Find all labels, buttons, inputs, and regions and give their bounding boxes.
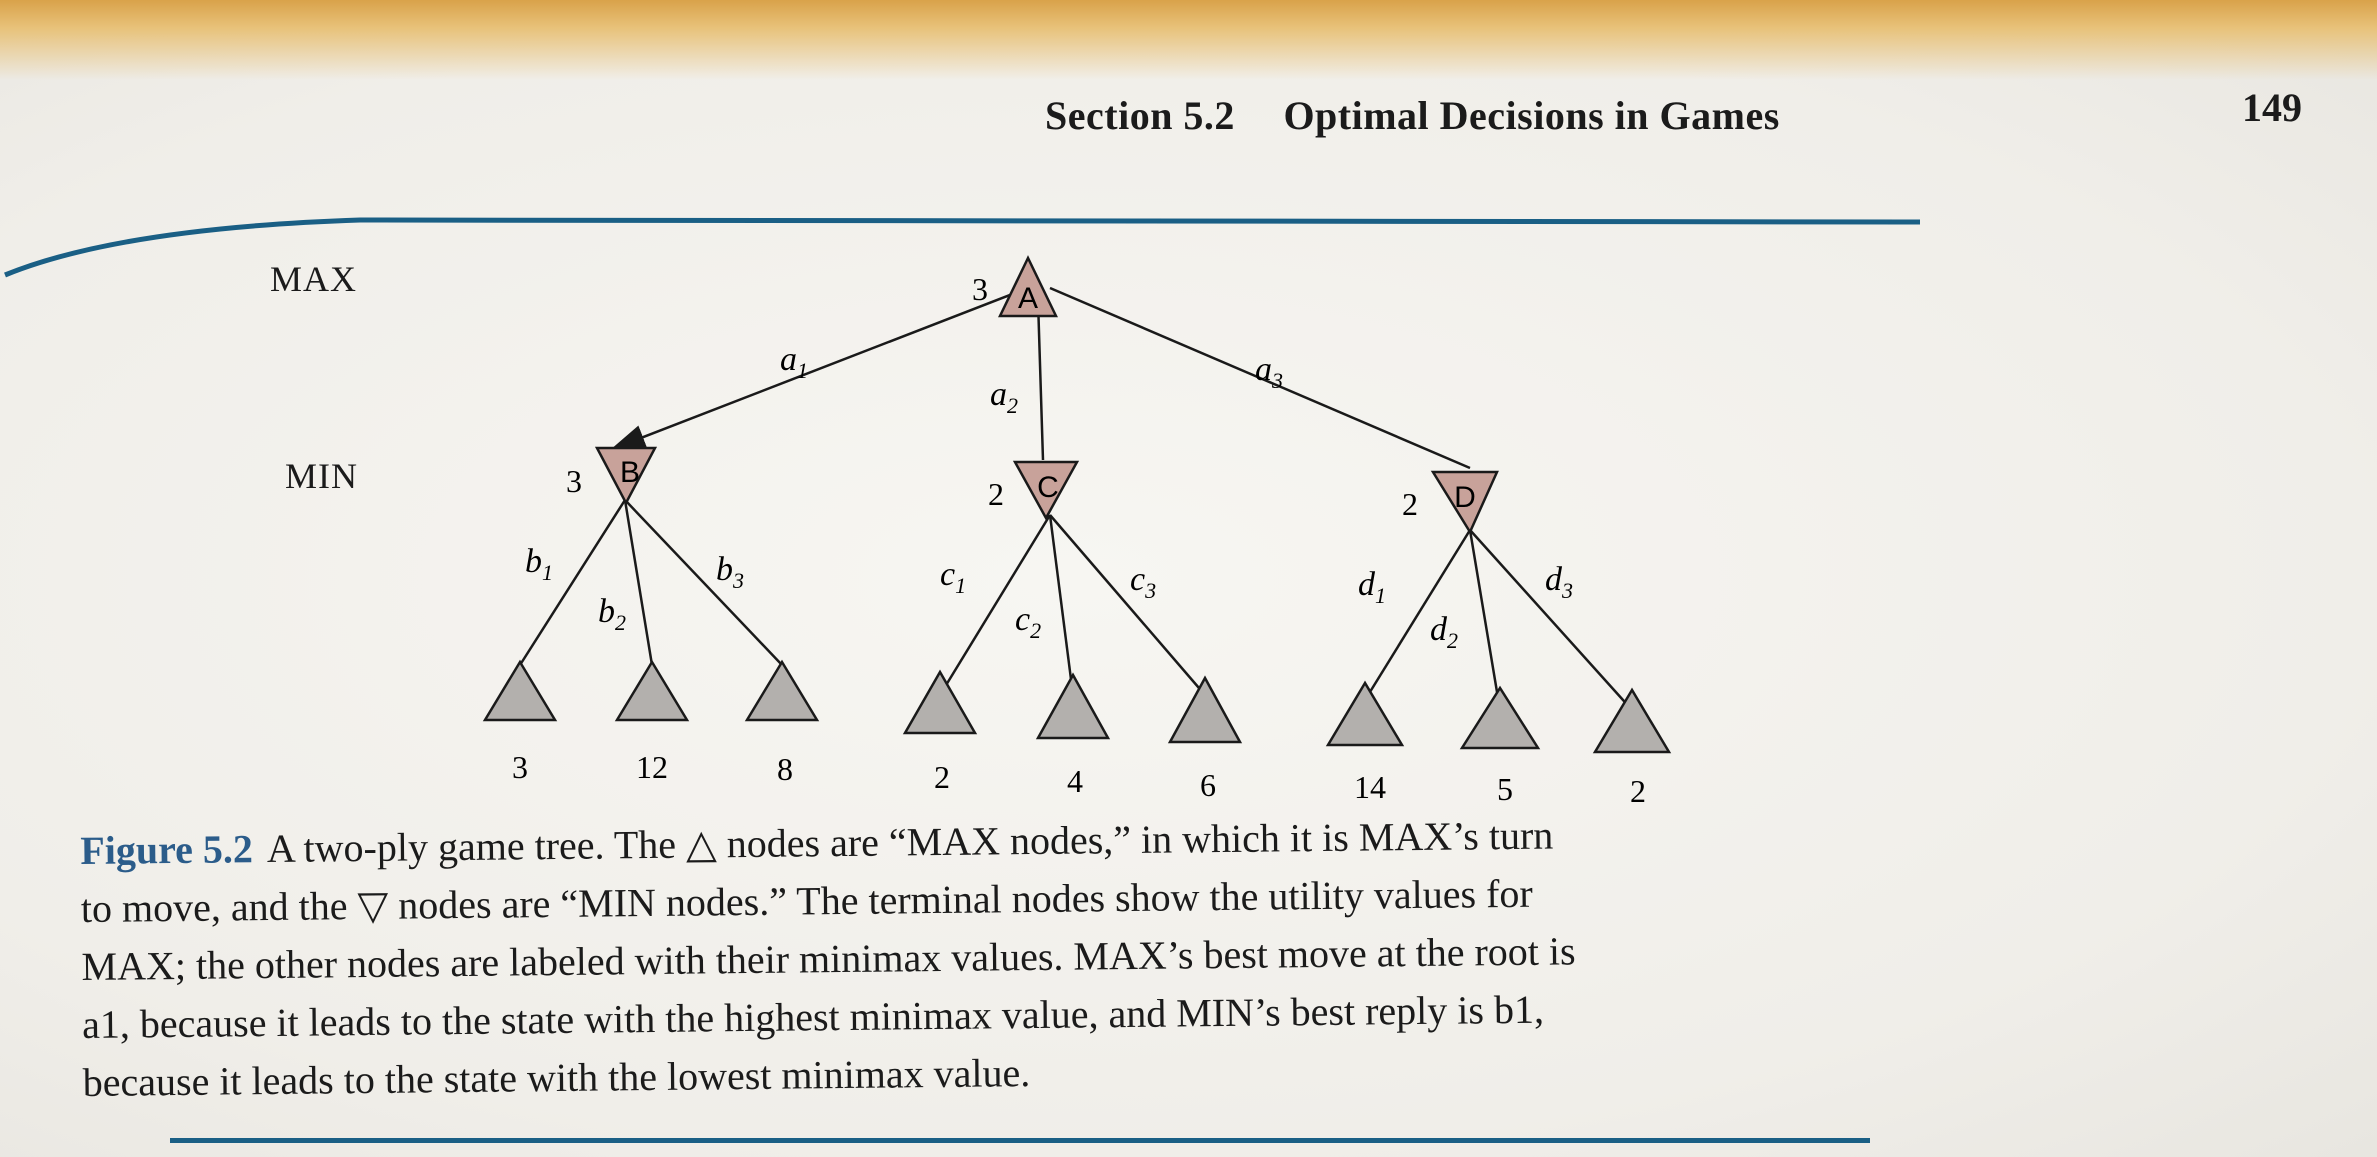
max-level-label: MAX bbox=[270, 259, 358, 299]
page-number: 149 bbox=[2242, 85, 2302, 130]
edge-label-c3: c3 bbox=[1130, 561, 1156, 603]
edge-d2 bbox=[1468, 529, 1502, 711]
edge-d1 bbox=[1363, 529, 1472, 701]
caption-line-1-text: A two-ply game tree. The △ nodes are “MA… bbox=[266, 812, 1554, 872]
terminal-value-6: 6 bbox=[1200, 767, 1216, 803]
min-node-d-label: D bbox=[1454, 481, 1476, 514]
min-node-b-label: B bbox=[620, 456, 640, 489]
root-node-value: 3 bbox=[972, 271, 988, 307]
min-node-c-triangle bbox=[1012, 460, 1080, 521]
footer-rule bbox=[170, 1138, 1870, 1143]
terminal-node-2 bbox=[614, 659, 690, 722]
terminal-value-8: 5 bbox=[1497, 771, 1513, 807]
header-rule bbox=[4, 217, 1921, 278]
terminal-value-2: 12 bbox=[636, 749, 668, 785]
edge-label-a2: a2 bbox=[990, 376, 1018, 418]
terminal-value-4: 2 bbox=[934, 759, 950, 795]
edge-label-c2: c2 bbox=[1015, 601, 1041, 643]
game-tree-diagram: A 3 B 3 C 2 D 2 a1 a2 a3 b1 b2 b3 c1 c2 … bbox=[482, 255, 1672, 809]
min-node-d-value: 2 bbox=[1402, 486, 1418, 522]
edge-b2 bbox=[623, 499, 654, 666]
terminal-node-4 bbox=[902, 669, 978, 735]
edge-a1 bbox=[610, 286, 1029, 450]
edge-b3 bbox=[624, 499, 783, 666]
min-node-c-label: C bbox=[1037, 471, 1059, 504]
figure-caption: Figure 5.2 A two-ply game tree. The △ nod… bbox=[80, 802, 1983, 1112]
edge-label-a3: a3 bbox=[1255, 351, 1283, 393]
root-node-max-triangle bbox=[998, 255, 1058, 318]
terminal-node-5 bbox=[1035, 672, 1111, 740]
edge-label-b3: b3 bbox=[716, 551, 744, 593]
figure-label: Figure 5.2 bbox=[80, 826, 254, 873]
root-node-label: A bbox=[1018, 282, 1038, 315]
edge-b1 bbox=[518, 499, 627, 666]
terminal-value-1: 3 bbox=[512, 749, 528, 785]
min-node-b-triangle bbox=[594, 446, 658, 506]
terminal-node-1 bbox=[482, 659, 558, 722]
section-title: Optimal Decisions in Games bbox=[1283, 93, 1780, 138]
edge-label-c1: c1 bbox=[940, 556, 966, 598]
edge-label-d2: d2 bbox=[1430, 611, 1458, 653]
terminal-value-5: 4 bbox=[1067, 763, 1083, 799]
terminal-value-9: 2 bbox=[1630, 773, 1646, 809]
terminal-node-3 bbox=[744, 659, 820, 722]
edge-c3 bbox=[1049, 514, 1206, 696]
page-top-edge bbox=[0, 0, 2377, 80]
edge-label-d3: d3 bbox=[1545, 561, 1573, 603]
terminal-node-6 bbox=[1167, 675, 1243, 744]
edge-label-b1: b1 bbox=[525, 543, 553, 585]
header-rule-line bbox=[4, 217, 1921, 278]
section-number: Section 5.2 bbox=[1045, 93, 1235, 138]
min-node-c-value: 2 bbox=[988, 476, 1004, 512]
min-level-label: MIN bbox=[285, 456, 358, 496]
terminal-value-3: 8 bbox=[777, 751, 793, 787]
edge-a2 bbox=[1036, 299, 1045, 461]
min-node-b-value: 3 bbox=[566, 463, 582, 499]
terminal-node-7 bbox=[1325, 680, 1405, 747]
edge-c1 bbox=[938, 514, 1052, 696]
edge-c2 bbox=[1048, 514, 1075, 696]
min-node-d-triangle bbox=[1430, 470, 1499, 535]
terminal-node-8 bbox=[1459, 685, 1541, 750]
terminal-value-7: 14 bbox=[1354, 769, 1386, 805]
edge-a3 bbox=[1049, 286, 1471, 470]
edge-label-d1: d1 bbox=[1358, 566, 1386, 608]
edge-label-b2: b2 bbox=[598, 593, 626, 635]
running-header: Section 5.2 Optimal Decisions in Games bbox=[1045, 92, 1780, 139]
edge-label-a1: a1 bbox=[780, 341, 808, 383]
edge-d3 bbox=[1469, 529, 1633, 711]
terminal-node-9 bbox=[1592, 687, 1672, 754]
